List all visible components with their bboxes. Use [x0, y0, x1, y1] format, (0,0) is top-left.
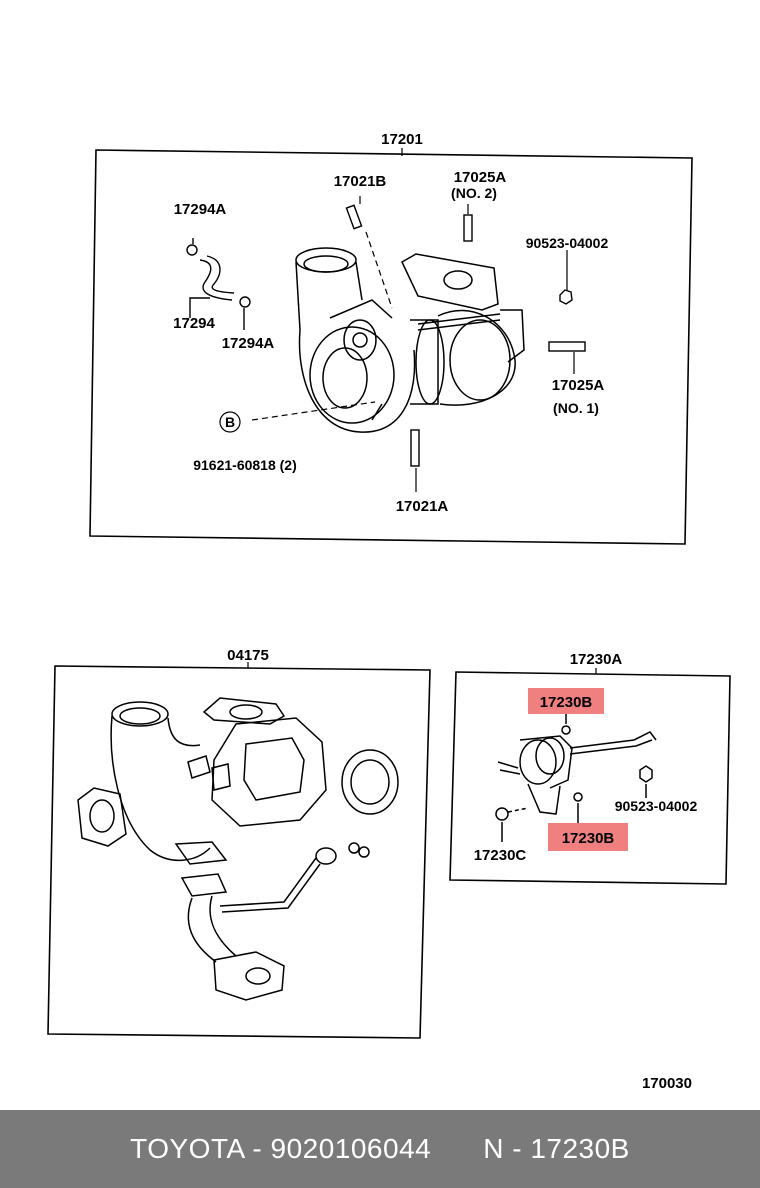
studs-drawing	[345, 204, 586, 467]
label-17294a-bottom: 17294A	[222, 335, 275, 352]
label-17230b-top: 17230B	[540, 694, 593, 711]
label-90523-top: 90523-04002	[526, 235, 609, 251]
leader-lines	[219, 196, 575, 492]
actuator-drawing	[495, 714, 657, 842]
highlight-17230b-top	[528, 688, 604, 714]
footer-reference-number: N - 17230B	[483, 1133, 630, 1164]
label-17021b: 17021B	[334, 173, 387, 190]
label-17021a: 17021A	[396, 498, 449, 515]
label-17025a-top: 17025A	[454, 169, 507, 186]
footer-bar: TOYOTA - 9020106044 N - 17230B	[0, 1110, 760, 1188]
label-17025a-right: 17025A	[552, 377, 605, 394]
label-17230a: 17230A	[570, 651, 623, 668]
page-code: 170030	[642, 1075, 692, 1092]
label-b-marker: B	[225, 414, 235, 430]
label-17230c: 17230C	[474, 847, 527, 864]
gasket-kit-panel: 04175	[47, 647, 431, 1039]
turbo-assembly-panel: 17201 17021B 17025A (NO. 2) 17294A 90523…	[89, 131, 693, 545]
highlight-17230b-bottom	[548, 823, 628, 851]
label-90523-bottom: 90523-04002	[615, 798, 698, 814]
parts-diagram: 17201 17021B 17025A (NO. 2) 17294A 90523…	[47, 131, 731, 1092]
label-no1: (NO. 1)	[553, 400, 599, 416]
gasket-kit-drawing	[77, 697, 399, 1001]
actuator-panel: 17230A 17230B 90523-04002 17230B 17230C	[449, 651, 731, 885]
label-no2: (NO. 2)	[451, 185, 497, 201]
hose-drawing	[186, 238, 251, 330]
label-17294a-top: 17294A	[174, 201, 227, 218]
label-17230b-bottom: 17230B	[562, 830, 615, 847]
turbocharger-drawing	[295, 247, 525, 433]
label-17201: 17201	[381, 131, 423, 148]
footer-brand-part-number: TOYOTA - 9020106044	[130, 1133, 432, 1164]
label-91621: 91621-60818 (2)	[193, 457, 297, 473]
label-04175: 04175	[227, 647, 269, 664]
label-17294: 17294	[173, 315, 215, 332]
